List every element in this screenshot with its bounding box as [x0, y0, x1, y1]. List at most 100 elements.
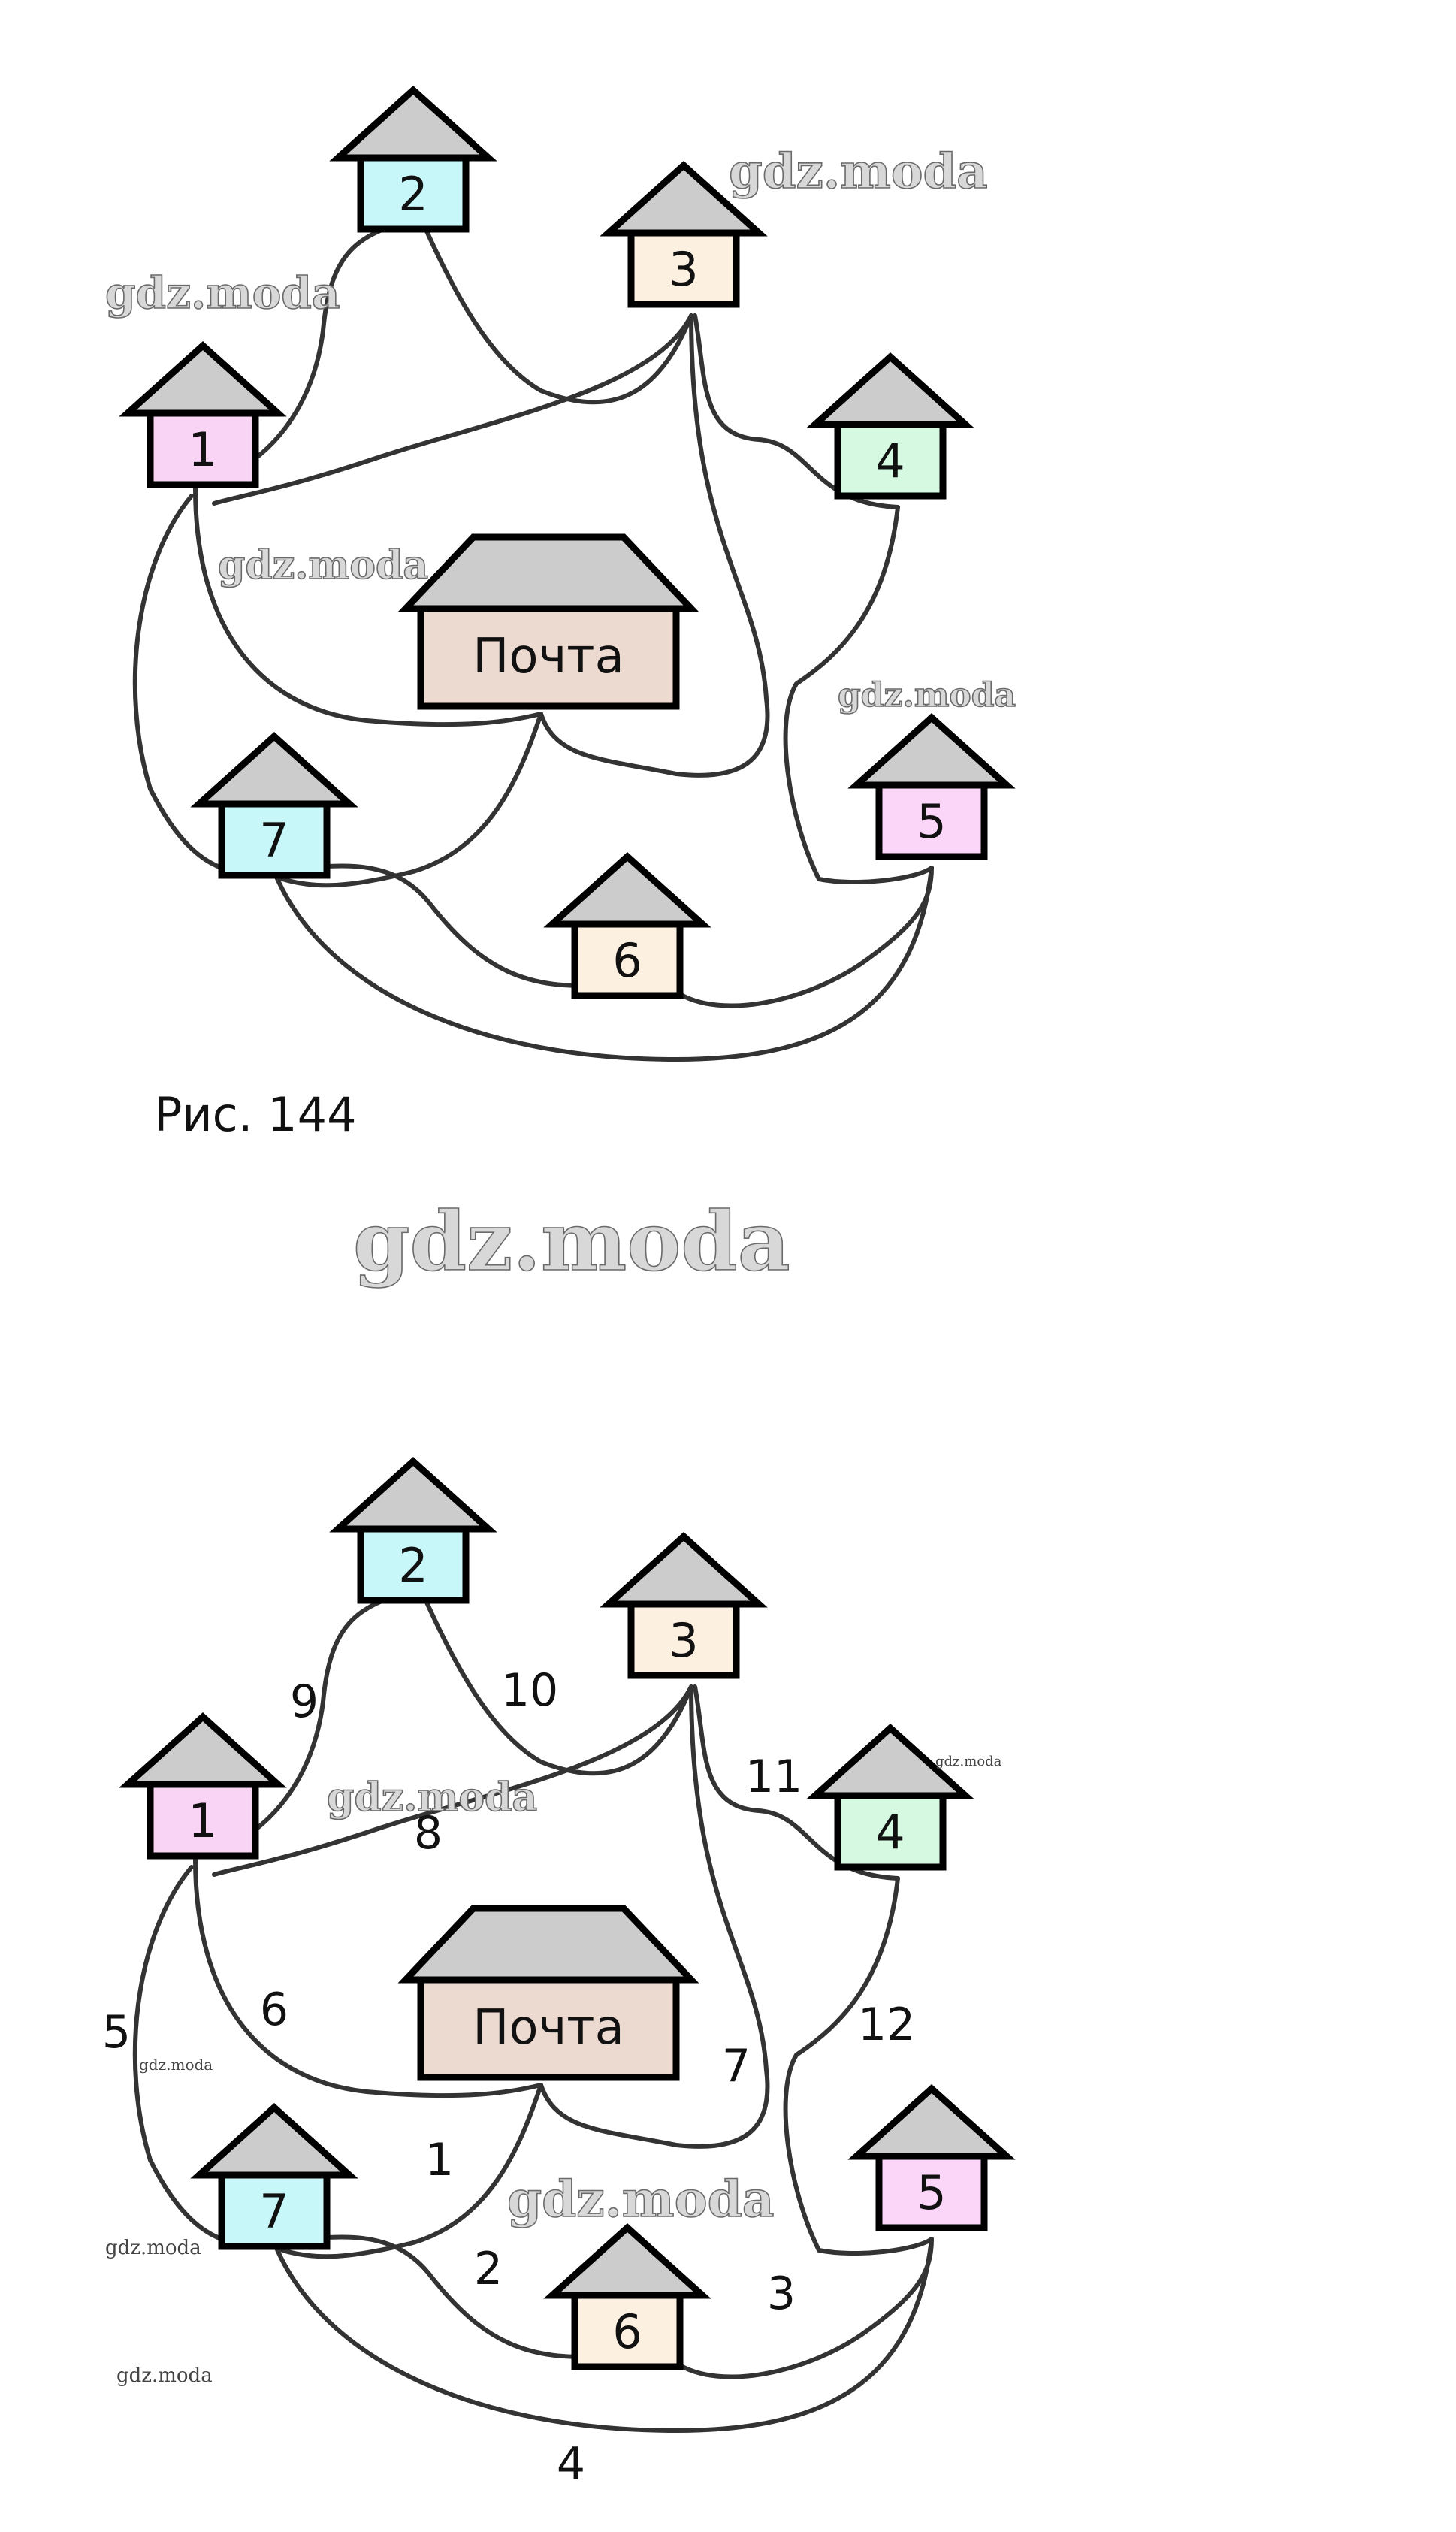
house-number: 3	[669, 1613, 698, 1668]
watermark: gdz.moda	[353, 1195, 790, 1289]
road-1-post	[193, 486, 543, 727]
road-4-5	[783, 505, 934, 884]
house-roof	[329, 85, 497, 162]
house-wall	[147, 406, 259, 488]
road-1-2	[216, 216, 423, 483]
house-wall	[571, 917, 684, 999]
house-number: 1	[188, 1793, 217, 1848]
house-2-bottom: 2	[329, 1456, 497, 1604]
watermark: gdz.moda	[218, 542, 428, 588]
house-7-top: 7	[190, 731, 358, 879]
house-wall	[627, 1597, 740, 1679]
house-roof	[190, 2102, 358, 2179]
road-7-5-outer	[272, 2237, 934, 2433]
watermark: gdz.moda	[139, 2056, 213, 2074]
post-office-top: Почта	[397, 533, 699, 710]
house-roof	[600, 160, 768, 237]
house-roof	[806, 1723, 974, 1799]
house-1-top: 1	[119, 340, 287, 488]
house-wall	[834, 1788, 947, 1871]
post-office-wall	[417, 1972, 680, 2081]
house-4-top: 4	[806, 352, 974, 500]
house-number: 6	[612, 2304, 642, 2359]
house-number: 6	[612, 933, 642, 988]
post-office-bottom: Почта	[397, 1905, 699, 2081]
road-6-5	[674, 866, 934, 1008]
edge-label-11: 11	[745, 1751, 802, 1803]
house-number: 2	[398, 167, 427, 222]
watermark: gdz.moda	[838, 676, 1016, 715]
house-5-top: 5	[847, 712, 1016, 860]
watermark: gdz.moda	[935, 1754, 1002, 1769]
house-5-bottom: 5	[847, 2083, 1016, 2231]
post-office-roof	[397, 533, 699, 612]
road-2-3	[418, 216, 693, 405]
figure-caption: Рис. 144	[154, 1087, 357, 1142]
house-roof	[543, 2222, 711, 2299]
house-1-bottom: 1	[119, 1712, 287, 1860]
edge-label-7: 7	[722, 2040, 751, 2092]
watermark: gdz.moda	[116, 2364, 213, 2387]
edge-label-5: 5	[102, 2006, 131, 2059]
house-3-bottom: 3	[600, 1531, 768, 1679]
house-3-top: 3	[600, 160, 768, 308]
house-roof	[119, 340, 287, 417]
edge-label-4: 4	[557, 2438, 585, 2491]
road-1-2	[216, 1587, 423, 1854]
watermark: gdz.moda	[327, 1775, 537, 1820]
post-office-wall	[417, 601, 680, 710]
watermark: gdz.moda	[729, 144, 988, 200]
edge-label-2: 2	[474, 2243, 503, 2295]
house-2-top: 2	[329, 85, 497, 233]
house-wall	[357, 1521, 470, 1604]
house-number: 5	[917, 2165, 946, 2220]
post-office-roof	[397, 1905, 699, 1984]
edge-label-1: 1	[425, 2134, 454, 2186]
house-wall	[875, 2149, 988, 2231]
post-office-label: Почта	[473, 2000, 624, 2056]
road-3-1	[212, 1684, 693, 1877]
edge-label-10: 10	[501, 1664, 558, 1717]
house-wall	[571, 2288, 684, 2370]
house-4-bottom: 4	[806, 1723, 974, 1871]
house-wall	[147, 1777, 259, 1860]
house-6-top: 6	[543, 851, 711, 999]
house-roof	[806, 352, 974, 428]
house-roof	[119, 1712, 287, 1788]
house-roof	[329, 1456, 497, 1533]
house-roof	[190, 731, 358, 808]
edge-label-6: 6	[260, 1984, 288, 2036]
watermark: gdz.moda	[105, 2237, 201, 2259]
edge-label-3: 3	[767, 2268, 796, 2320]
house-number: 7	[259, 813, 288, 868]
figure-top: 1 2 3 4 5 6 7	[119, 85, 1016, 1142]
edge-labels: 1 2 3 4 5 6 7 8 9 10 11 12	[102, 1664, 915, 2491]
watermark: gdz.moda	[507, 2170, 775, 2228]
house-roof	[600, 1531, 768, 1608]
road-1-post	[193, 1857, 543, 2098]
road-3-1	[212, 313, 693, 506]
road-7-5-outer	[272, 866, 934, 1062]
house-6-bottom: 6	[543, 2222, 711, 2370]
house-number: 4	[875, 434, 905, 488]
figure-bottom: 1 2 3 4 5 6 7	[102, 1456, 1016, 2491]
road-post-3	[539, 313, 770, 778]
road-post-7	[276, 712, 543, 888]
road-post-7	[276, 2083, 543, 2259]
house-number: 4	[875, 1805, 905, 1860]
road-post-3	[539, 1684, 770, 2149]
road-6-5	[674, 2237, 934, 2379]
house-wall	[875, 778, 988, 860]
house-number: 2	[398, 1538, 427, 1593]
road-2-3	[418, 1587, 693, 1776]
edge-label-9: 9	[290, 1675, 319, 1728]
house-roof	[847, 712, 1016, 789]
watermarks: gdz.moda gdz.moda gdz.moda gdz.moda gdz.…	[104, 143, 1016, 2387]
house-number: 7	[259, 2184, 288, 2239]
house-roof	[543, 851, 711, 928]
house-number: 5	[917, 794, 946, 849]
post-office-label: Почта	[473, 629, 624, 684]
house-number: 3	[669, 242, 698, 297]
house-number: 1	[188, 422, 217, 477]
